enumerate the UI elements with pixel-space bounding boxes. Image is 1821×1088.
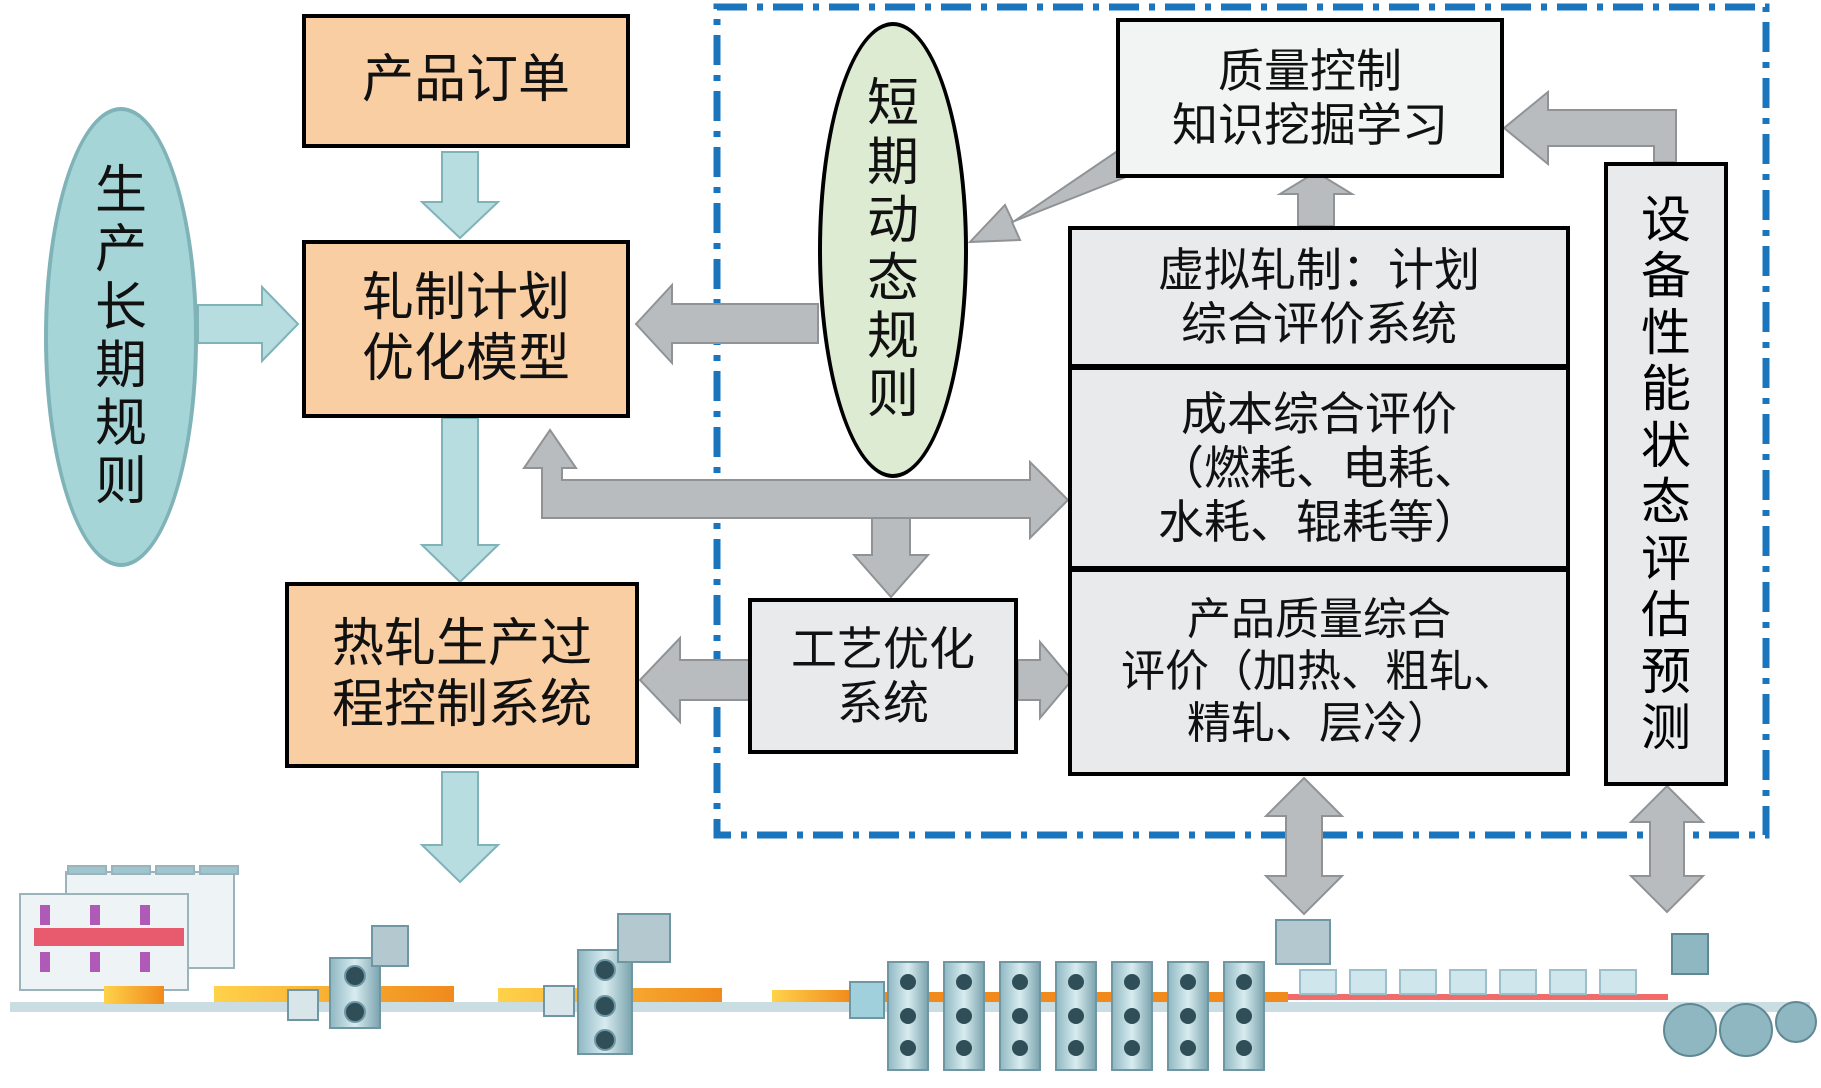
quality-evaluation-line-3: 精轧、层冷） — [1187, 697, 1451, 749]
arrow-plan-to-cost — [522, 428, 1070, 541]
arrow-to-process-optimization — [851, 517, 931, 599]
quality-learning-line-1: 质量控制 — [1218, 43, 1402, 98]
short-term-rules-ellipse: 短期动态规则 — [818, 22, 968, 478]
equipment-assessment-char: 备 — [1641, 247, 1691, 305]
hot-rolling-control-box: 热轧生产过 程控制系统 — [285, 582, 639, 768]
long-term-plan-char: 则 — [94, 452, 147, 513]
arrow-learning-to-shortterm — [967, 150, 1128, 244]
quality-learning-line-2: 知识挖掘学习 — [1172, 98, 1448, 152]
short-term-rules-char: 态 — [866, 249, 919, 309]
virtual-rolling-line-2: 综合评价系统 — [1181, 297, 1457, 351]
cost-evaluation-box: 成本综合评价 （燃耗、电耗、 水耗、辊耗等） — [1068, 366, 1570, 570]
rolling-plan-model-box: 轧制计划 优化模型 — [302, 240, 630, 418]
short-term-rules-char: 动 — [866, 190, 919, 251]
equipment-assessment-char: 估 — [1641, 586, 1691, 644]
short-term-rules-char: 期 — [866, 132, 919, 193]
cost-evaluation-line-2: （燃耗、电耗、 — [1158, 440, 1480, 495]
process-optimization-line-2: 系统 — [837, 676, 929, 730]
arrow-virtual-to-learning — [1276, 170, 1356, 227]
quality-evaluation-line-2: 评价（加热、粗轧、 — [1121, 646, 1517, 698]
equipment-assessment-char: 状 — [1641, 416, 1691, 475]
quality-learning-box: 质量控制 知识挖掘学习 — [1116, 18, 1504, 178]
equipment-assessment-char: 能 — [1641, 360, 1691, 418]
equipment-assessment-char: 性 — [1641, 303, 1691, 362]
long-term-plan-char: 规 — [94, 394, 147, 455]
long-term-plan-label: 生产长期规则 — [94, 161, 147, 513]
equipment-assessment-char: 态 — [1641, 473, 1691, 531]
long-term-plan-ellipse: 生产长期规则 — [44, 107, 198, 567]
long-term-plan-char: 长 — [94, 277, 147, 338]
arrow-quality-line-double — [1263, 776, 1345, 916]
rolling-plan-line-1: 轧制计划 — [361, 267, 570, 328]
arrow-hotrolling-to-line — [419, 771, 501, 884]
hot-rolling-line-2: 程控制系统 — [331, 675, 592, 735]
short-term-rules-label: 短期动态规则 — [866, 74, 919, 426]
quality-evaluation-box: 产品质量综合 评价（加热、粗轧、 精轧、层冷） — [1068, 568, 1570, 776]
short-term-rules-char: 规 — [866, 307, 919, 368]
arrow-process-to-hotrolling — [638, 635, 751, 725]
equipment-assessment-label: 设备性能状态评估预测 — [1641, 190, 1691, 757]
arrow-shortterm-to-plan — [634, 282, 819, 366]
arrow-order-to-plan — [419, 151, 501, 240]
arrow-longterm-to-plan — [197, 284, 300, 364]
equipment-assessment-char: 预 — [1641, 642, 1691, 701]
arrow-process-to-quality — [1017, 639, 1074, 721]
product-order-label: 产品订单 — [361, 50, 570, 111]
cost-evaluation-line-1: 成本综合评价 — [1181, 386, 1457, 441]
equipment-assessment-box: 设备性能状态评估预测 — [1604, 162, 1728, 786]
evaluation-subsystem-boundary — [713, 3, 1770, 839]
long-term-plan-char: 生 — [94, 161, 147, 222]
arrow-plan-to-hotrolling — [419, 417, 501, 584]
virtual-rolling-box: 虚拟轧制：计划 综合评价系统 — [1068, 226, 1570, 368]
product-order-box: 产品订单 — [302, 14, 630, 148]
short-term-rules-char: 短 — [866, 74, 919, 135]
quality-evaluation-line-1: 产品质量综合 — [1187, 594, 1451, 646]
long-term-plan-char: 产 — [94, 219, 147, 280]
virtual-rolling-line-1: 虚拟轧制：计划 — [1158, 242, 1480, 297]
equipment-assessment-char: 评 — [1641, 529, 1691, 588]
arrow-equipment-line-double — [1628, 784, 1706, 914]
short-term-rules-char: 则 — [866, 365, 919, 426]
process-optimization-box: 工艺优化 系统 — [748, 598, 1018, 754]
process-optimization-line-1: 工艺优化 — [791, 621, 975, 676]
arrow-equipment-to-learning — [1502, 89, 1677, 167]
long-term-plan-char: 期 — [94, 336, 147, 396]
equipment-assessment-char: 测 — [1641, 699, 1691, 757]
equipment-assessment-char: 设 — [1641, 190, 1691, 249]
hot-rolling-line-1: 热轧生产过 — [331, 613, 592, 674]
rolling-plan-line-2: 优化模型 — [361, 329, 570, 389]
cost-evaluation-line-3: 水耗、辊耗等） — [1158, 495, 1480, 550]
